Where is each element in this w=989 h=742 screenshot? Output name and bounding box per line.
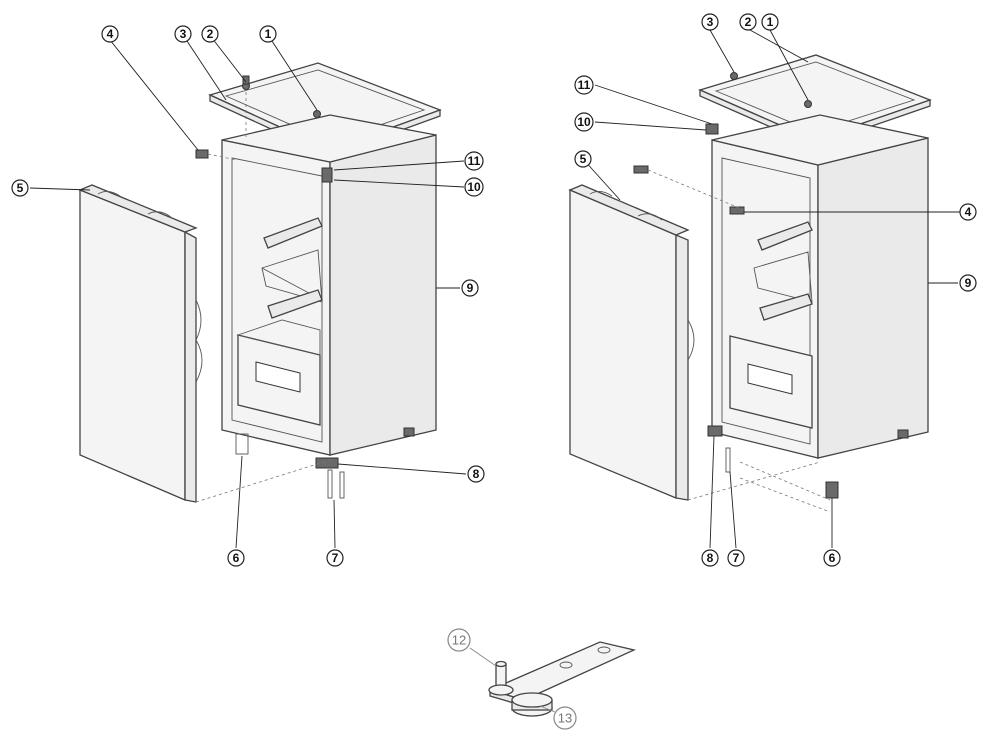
svg-text:2: 2	[207, 27, 214, 41]
svg-text:9: 9	[965, 276, 972, 290]
left-door	[78, 184, 203, 503]
right-part-4a	[633, 165, 649, 174]
svg-text:13: 13	[558, 711, 572, 726]
right-cabinet-body	[711, 114, 929, 459]
left-cabinet-body	[221, 114, 437, 456]
callout-right-2: 2	[739, 13, 757, 31]
svg-text:8: 8	[473, 467, 480, 481]
callout-left-9: 9	[461, 279, 479, 297]
svg-text:5: 5	[17, 181, 24, 195]
svg-text:1: 1	[767, 15, 774, 29]
svg-text:10: 10	[577, 115, 591, 129]
leader-lines	[29, 29, 960, 713]
callout-right-5: 5	[574, 150, 592, 168]
right-part-10-11	[705, 123, 719, 135]
svg-text:12: 12	[452, 633, 466, 648]
svg-text:4: 4	[107, 27, 114, 41]
callout-left-1: 1	[259, 25, 277, 43]
svg-text:3: 3	[707, 15, 714, 29]
svg-text:11: 11	[468, 154, 481, 168]
callout-left-2: 2	[201, 25, 219, 43]
callout-left-11: 11	[464, 151, 484, 171]
callout-right-7: 7	[727, 549, 745, 567]
svg-text:6: 6	[233, 551, 240, 565]
callout-right-11: 11	[574, 75, 594, 95]
left-part-10-11	[321, 167, 333, 183]
callout-left-4: 4	[101, 25, 119, 43]
callout-right-4: 4	[959, 203, 977, 221]
svg-text:7: 7	[332, 551, 339, 565]
right-part-4b	[729, 206, 745, 215]
svg-text:3: 3	[180, 27, 187, 41]
callout-right-8: 8	[701, 549, 719, 567]
svg-text:4: 4	[965, 205, 972, 219]
svg-text:2: 2	[745, 15, 752, 29]
svg-text:5: 5	[580, 152, 587, 166]
right-door	[568, 184, 695, 501]
callout-right-1: 1	[761, 13, 779, 31]
left-part-8	[315, 457, 339, 469]
callout-right-3: 3	[701, 13, 719, 31]
callout-left-7: 7	[326, 549, 344, 567]
svg-text:6: 6	[829, 551, 836, 565]
callout-left-6: 6	[227, 549, 245, 567]
right-part-6	[825, 481, 839, 499]
callout-detail-13: 13	[553, 706, 577, 730]
right-exploded-view	[568, 54, 932, 513]
right-part-7	[725, 447, 731, 473]
svg-text:7: 7	[733, 551, 740, 565]
callout-detail-12: 12	[447, 628, 471, 652]
callout-left-10: 10	[464, 177, 484, 197]
svg-text:10: 10	[467, 180, 481, 194]
callout-left-5: 5	[11, 179, 29, 197]
callout-right-9: 9	[959, 274, 977, 292]
svg-text:8: 8	[707, 551, 714, 565]
svg-text:11: 11	[578, 78, 591, 92]
callout-left-8: 8	[467, 465, 485, 483]
left-part-7b	[339, 471, 345, 499]
svg-text:1: 1	[265, 27, 272, 41]
callout-right-6: 6	[823, 549, 841, 567]
left-part-4	[195, 149, 209, 159]
left-part-7	[327, 469, 333, 499]
hinge-detail-view	[488, 641, 637, 717]
right-part-8	[707, 425, 723, 437]
svg-text:9: 9	[467, 281, 474, 295]
callout-right-10: 10	[574, 112, 594, 132]
left-exploded-view	[78, 62, 442, 503]
callout-left-3: 3	[174, 25, 192, 43]
